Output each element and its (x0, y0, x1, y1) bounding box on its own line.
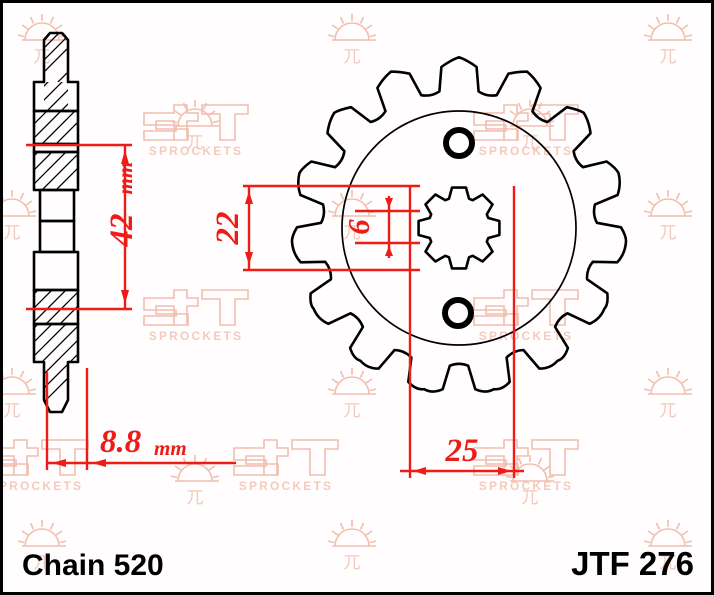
dimension-8-8mm: 8.8 mm (45, 368, 236, 470)
dimension-8-8mm-unit: mm (154, 436, 187, 460)
dimension-25-value: 25 (445, 433, 479, 469)
dimension-8-8mm-value: 8.8 (100, 424, 141, 460)
dimension-25: 25 (400, 186, 524, 478)
dimension-22-value: 22 (210, 212, 246, 246)
sprocket-teeth-outline (290, 55, 628, 393)
bolt-hole-2 (442, 297, 474, 329)
dimension-42mm-value: 42 (104, 214, 140, 248)
dimension-6-value: 6 (341, 219, 376, 235)
sprocket-generated (290, 55, 628, 393)
chain-label: Chain 520 (22, 549, 164, 582)
part-code-label: JTF 276 (571, 545, 694, 582)
bolt-hole-1 (443, 127, 475, 159)
dimension-42mm: 42 mm (26, 143, 140, 311)
sprocket-spline-hub (417, 186, 501, 270)
dimension-42mm-unit: mm (113, 162, 137, 195)
sprocket-plate-circle (341, 110, 577, 346)
dimension-22: 22 (210, 184, 420, 272)
